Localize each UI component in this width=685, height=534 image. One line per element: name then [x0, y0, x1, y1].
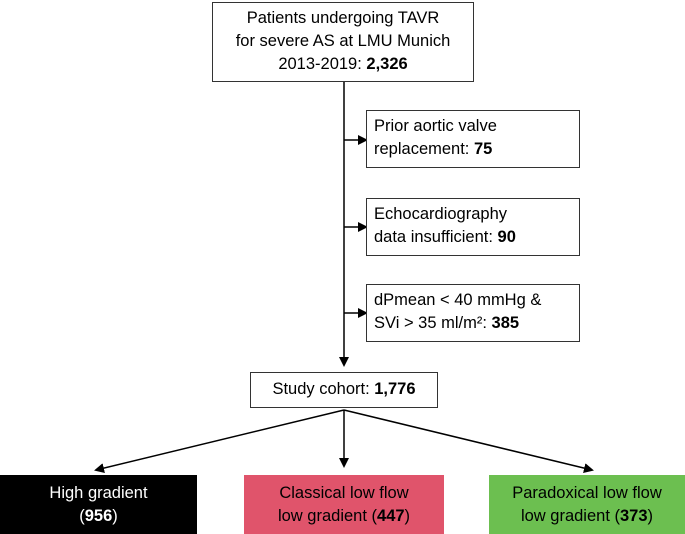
arrow-to-group-paradoxical — [343, 409, 594, 473]
study-cohort-count: 1,776 — [374, 380, 416, 398]
exclusion-1-line-2: replacement: 75 — [374, 140, 493, 158]
group-paradoxical-low-flow: Paradoxical low flow low gradient (373) — [489, 475, 685, 534]
exclusion-2-line-1: Echocardiography — [374, 205, 507, 223]
group-paradoxical-count-line: low gradient (373) — [520, 506, 654, 525]
exclusion-3-count: 385 — [491, 314, 520, 332]
exclusion-2-count: 90 — [497, 228, 516, 246]
study-cohort-label: Study cohort: — [272, 380, 375, 398]
group-classical-label: Classical low flow — [279, 483, 409, 502]
group-high-gradient: High gradient (956) — [0, 475, 197, 534]
exclusion-3-line-1: dPmean < 40 mmHg & — [374, 291, 542, 309]
group-paradoxical-label: Paradoxical low flow — [512, 483, 662, 502]
exclusion-box-echo-insufficient: Echocardiography data insufficient: 90 — [366, 198, 580, 256]
group-classical-low-flow: Classical low flow low gradient (447) — [244, 475, 444, 534]
top-box-line-3: 2013-2019: 2,326 — [278, 55, 408, 73]
group-high-count: 956 — [84, 506, 113, 525]
exclusion-2-line-2: data insufficient: 90 — [374, 228, 516, 246]
top-box-initial-population: Patients undergoing TAVR for severe AS a… — [212, 2, 474, 82]
top-box-count: 2,326 — [366, 55, 408, 73]
exclusion-3-line-2: SVi > 35 ml/m²: 385 — [374, 314, 520, 332]
exclusion-box-prior-valve: Prior aortic valve replacement: 75 — [366, 110, 580, 168]
exclusion-1-count: 75 — [473, 140, 493, 158]
top-box-line-2: for severe AS at LMU Munich — [235, 32, 451, 50]
group-classical-count: 447 — [377, 506, 405, 525]
top-box-line-1: Patients undergoing TAVR — [246, 9, 440, 27]
study-cohort-box: Study cohort: 1,776 — [250, 372, 438, 408]
exclusion-box-gradient-svi: dPmean < 40 mmHg & SVi > 35 ml/m²: 385 — [366, 284, 580, 342]
exclusion-1-line-1: Prior aortic valve — [374, 117, 497, 135]
group-high-count-line: (956) — [79, 506, 118, 525]
group-paradoxical-count: 373 — [620, 506, 648, 525]
arrow-to-group-high — [94, 409, 345, 473]
group-classical-count-line: low gradient (447) — [277, 506, 411, 525]
group-high-label: High gradient — [49, 483, 148, 502]
